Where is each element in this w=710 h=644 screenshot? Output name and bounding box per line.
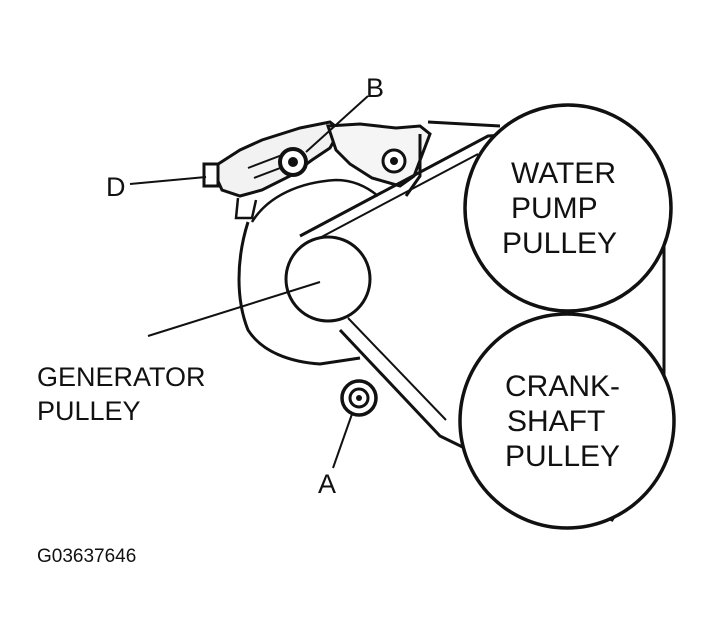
leader-a [332,413,353,469]
label-crankshaft-1: CRANK- [505,370,620,403]
generator-body [237,221,361,366]
generator-housing-top [250,178,379,223]
water-pump-pulley [463,103,673,313]
label-generator-2: PULLEY [37,396,141,426]
label-water-pump-3: PULLEY [502,227,617,260]
leader-d [129,176,207,185]
crankshaft-pulley [458,312,676,530]
generator-pulley [284,235,372,323]
label-d: D [106,172,126,202]
mount-bolt-center [390,157,398,165]
pivot-bolt-b-center [288,157,298,167]
leader-b [305,95,369,153]
label-water-pump-2: PUMP [511,192,598,225]
label-crankshaft-2: SHAFT [507,405,605,438]
figure-code: G03637646 [37,546,136,567]
upper-mount [325,122,432,188]
label-crankshaft-3: PULLEY [505,440,620,473]
bracket-tab [234,197,258,220]
label-a: A [318,469,336,499]
label-b: B [366,73,384,103]
leader-generator [147,281,321,337]
adjuster-bracket [210,120,342,198]
label-generator-1: GENERATOR [37,362,206,392]
label-water-pump-1: WATER [511,157,616,190]
idler-a-center [356,395,362,401]
adjust-bolt-d [202,162,220,188]
drive-belt-inner [311,153,479,421]
